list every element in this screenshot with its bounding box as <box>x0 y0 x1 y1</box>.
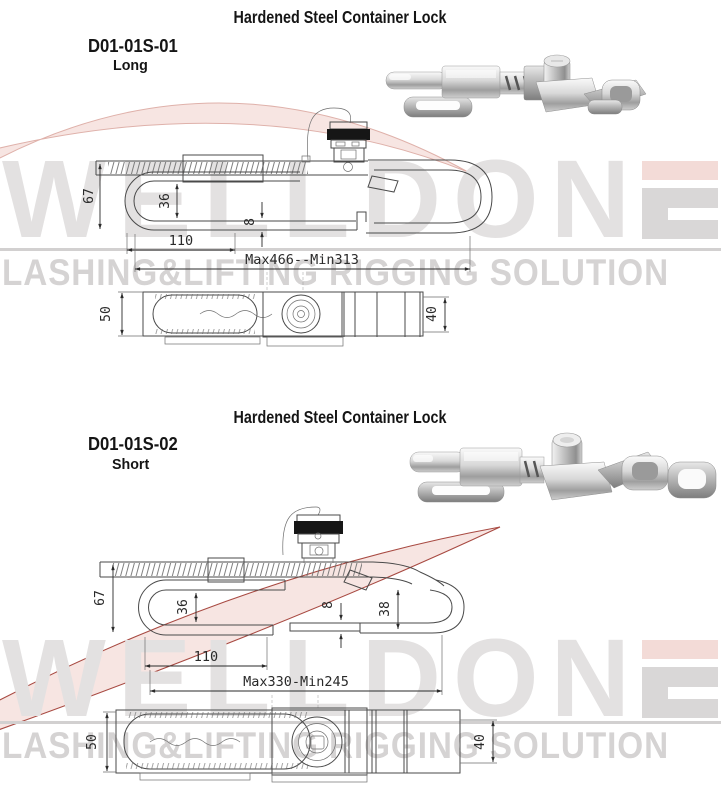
brand-name: WELLDON <box>2 138 643 261</box>
section-title: Hardened Steel Container Lock <box>233 7 447 27</box>
dim-plate-thickness: 8 <box>321 601 336 609</box>
lock-knurl-band <box>327 129 370 140</box>
dim-side-right: 40 <box>473 734 488 750</box>
product-photo-short <box>405 432 721 509</box>
section-title: Hardened Steel Container Lock <box>233 407 447 427</box>
technical-drawing-short: 67 36 8 38 110 Max330-Min245 <box>85 432 721 783</box>
brand-final-e <box>642 161 719 239</box>
dim-plate-thickness: 8 <box>243 218 258 226</box>
e-mid-bar <box>642 188 719 208</box>
top-view-drawing: 50 40 <box>85 707 497 783</box>
dim-adjust-range: Max330-Min245 <box>243 674 349 690</box>
dim-side-right: 40 <box>425 306 440 322</box>
brand-underline <box>0 248 721 251</box>
variant-label: Short <box>112 456 150 473</box>
dim-inner-height: 36 <box>176 599 191 615</box>
dim-base-width: 110 <box>194 649 218 665</box>
dim-side-left: 50 <box>99 306 114 322</box>
brand-watermark: WELLDON <box>2 138 719 261</box>
brand-swoosh <box>0 102 469 173</box>
e-bottom-bar <box>642 699 719 718</box>
dim-adjust-range: Max466--Min313 <box>245 252 359 268</box>
e-top-bar <box>642 640 719 659</box>
brand-tagline: LASHING&LIFTING RIGGING SOLUTION <box>2 252 670 293</box>
brand-underline <box>0 721 721 724</box>
e-mid-bar <box>642 667 719 687</box>
e-bottom-bar <box>642 220 719 239</box>
front-view-drawing: 67 36 8 38 110 Max330-Min245 <box>93 506 465 709</box>
technical-drawing-long: 67 36 8 110 Max466--Min313 <box>82 50 647 347</box>
lock-knurl-band <box>294 521 343 534</box>
product-section-short: WELLDON LASHING&LIFTING RIGGING SOLUTION <box>0 400 721 800</box>
dim-overall-height: 67 <box>93 590 108 606</box>
dim-base-width: 110 <box>169 233 193 249</box>
dim-overall-height: 67 <box>82 188 97 204</box>
model-number: D01-01S-02 <box>88 433 178 454</box>
top-view-drawing: 50 40 <box>99 291 449 347</box>
product-section-long: WELLDON LASHING&LIFTING RIGGING SOLUTION <box>0 7 721 347</box>
variant-label: Long <box>113 57 148 74</box>
brand-final-e <box>642 640 719 718</box>
brand-swoosh <box>0 526 501 730</box>
front-view-drawing: 67 36 8 110 Max466--Min313 <box>82 107 493 290</box>
e-top-bar <box>642 161 719 180</box>
model-number: D01-01S-01 <box>88 35 178 56</box>
dim-side-left: 50 <box>85 734 100 750</box>
product-photo-long <box>376 50 647 120</box>
dim-hook-opening: 38 <box>378 601 393 617</box>
dim-inner-height: 36 <box>158 193 173 209</box>
